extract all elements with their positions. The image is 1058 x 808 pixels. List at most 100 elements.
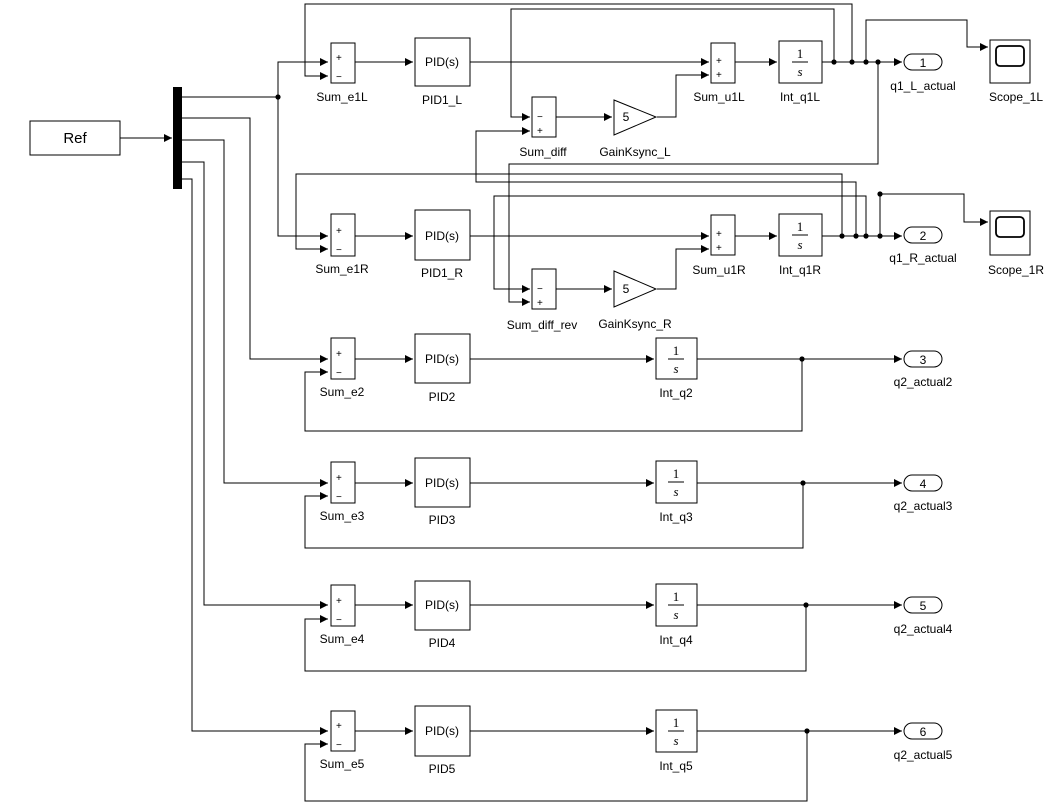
pid1-L-block[interactable]: PID(s)	[414, 37, 471, 87]
mux-block[interactable]	[173, 87, 182, 189]
outport-5-label: q2_actual4	[894, 622, 953, 636]
sum-u1L-block[interactable]: + +	[710, 42, 736, 84]
int-q2-label: Int_q2	[659, 386, 693, 400]
gain-R-label: GainKsync_R	[598, 317, 672, 331]
sum-e3-block[interactable]: + −	[330, 461, 356, 504]
outport-6[interactable]: 6	[903, 722, 943, 740]
sum-e1R-label: Sum_e1R	[315, 262, 369, 276]
signal-lines	[120, 3, 988, 802]
svg-text:−: −	[336, 492, 342, 503]
svg-text:+: +	[336, 473, 342, 484]
svg-text:+: +	[716, 56, 722, 67]
svg-text:+: +	[336, 53, 342, 64]
scope-1L-block[interactable]	[989, 39, 1031, 84]
svg-text:PID(s): PID(s)	[425, 229, 459, 243]
sum-u1L-label: Sum_u1L	[693, 90, 745, 104]
svg-text:PID(s): PID(s)	[425, 598, 459, 612]
svg-text:s: s	[673, 361, 678, 376]
svg-text:6: 6	[920, 725, 927, 739]
sum-e1L-label: Sum_e1L	[316, 90, 368, 104]
int-q2-block[interactable]: 1 s	[655, 337, 698, 380]
scope-1R-block[interactable]	[989, 210, 1031, 256]
sum-e1R-block[interactable]: + −	[330, 213, 356, 257]
svg-text:5: 5	[623, 282, 630, 296]
svg-text:−: −	[336, 615, 342, 626]
svg-text:1: 1	[797, 219, 804, 234]
sum-diff-rev-block[interactable]: − +	[531, 268, 557, 310]
block-labels: Sum_e1L Sum_e1R Sum_e2 Sum_e3 Sum_e4 Sum…	[315, 79, 1044, 776]
svg-text:s: s	[673, 484, 678, 499]
branch-points	[275, 59, 883, 734]
outport-1[interactable]: 1	[903, 53, 943, 71]
svg-text:5: 5	[623, 110, 630, 124]
svg-text:−: −	[537, 284, 543, 295]
svg-text:3: 3	[920, 353, 927, 367]
pid2-label: PID2	[429, 390, 456, 404]
svg-text:s: s	[797, 237, 802, 252]
int-q3-label: Int_q3	[659, 510, 693, 524]
outport-3[interactable]: 3	[903, 350, 943, 368]
svg-text:s: s	[673, 607, 678, 622]
svg-text:+: +	[716, 243, 722, 254]
int-q3-block[interactable]: 1 s	[655, 460, 698, 504]
pid1-R-block[interactable]: PID(s)	[414, 209, 471, 261]
svg-text:1: 1	[797, 46, 804, 61]
outport-2[interactable]: 2	[903, 226, 943, 244]
gain-L-label: GainKsync_L	[599, 145, 671, 159]
svg-text:+: +	[716, 229, 722, 240]
int-q5-block[interactable]: 1 s	[655, 709, 698, 753]
svg-text:+: +	[336, 226, 342, 237]
int-q5-label: Int_q5	[659, 759, 693, 773]
pid1-L-label: PID1_L	[422, 93, 462, 107]
scope-screen-icon	[995, 216, 1025, 238]
ref-label: Ref	[63, 130, 87, 147]
sum-e1L-block[interactable]: + −	[330, 42, 356, 84]
scope-1L-label: Scope_1L	[989, 90, 1043, 104]
svg-text:−: −	[537, 112, 543, 123]
int-q1L-label: Int_q1L	[780, 90, 820, 104]
svg-text:PID(s): PID(s)	[425, 352, 459, 366]
svg-text:1: 1	[920, 56, 927, 70]
svg-text:−: −	[336, 740, 342, 751]
sum-u1R-block[interactable]: + +	[710, 214, 736, 256]
pid3-label: PID3	[429, 513, 456, 527]
svg-text:1: 1	[673, 715, 680, 730]
svg-text:2: 2	[920, 229, 927, 243]
sum-e2-block[interactable]: + −	[330, 337, 356, 380]
pid4-block[interactable]: PID(s)	[414, 580, 471, 631]
svg-text:1: 1	[673, 343, 680, 358]
sum-diff-block[interactable]: − +	[531, 96, 557, 138]
pid3-block[interactable]: PID(s)	[414, 457, 471, 508]
sum-diff-rev-label: Sum_diff_rev	[507, 318, 577, 332]
svg-text:s: s	[797, 64, 802, 79]
int-q1R-label: Int_q1R	[779, 263, 821, 277]
gain-ksync-L-block[interactable]: 5	[613, 99, 658, 136]
sum-e5-block[interactable]: + −	[330, 710, 356, 752]
pid5-label: PID5	[429, 762, 456, 776]
sum-diff-label: Sum_diff	[519, 145, 567, 159]
pid5-block[interactable]: PID(s)	[414, 705, 471, 757]
svg-text:−: −	[336, 72, 342, 83]
gain-ksync-R-block[interactable]: 5	[613, 270, 658, 308]
svg-text:1: 1	[673, 466, 680, 481]
sum-e2-label: Sum_e2	[320, 385, 365, 399]
svg-text:PID(s): PID(s)	[425, 724, 459, 738]
int-q1L-block[interactable]: 1 s	[778, 40, 823, 84]
svg-text:−: −	[336, 245, 342, 256]
sum-e4-block[interactable]: + −	[330, 584, 356, 627]
ref-block[interactable]: Ref	[29, 120, 121, 156]
svg-text:1: 1	[673, 589, 680, 604]
int-q1R-block[interactable]: 1 s	[778, 213, 823, 257]
int-q4-block[interactable]: 1 s	[655, 583, 698, 627]
svg-text:+: +	[716, 70, 722, 81]
pid4-label: PID4	[429, 636, 456, 650]
sum-u1R-label: Sum_u1R	[692, 263, 746, 277]
pid2-block[interactable]: PID(s)	[414, 333, 471, 384]
outport-4[interactable]: 4	[903, 474, 943, 492]
outport-4-label: q2_actual3	[894, 499, 953, 513]
outport-5[interactable]: 5	[903, 596, 943, 614]
svg-text:+: +	[336, 596, 342, 607]
int-q4-label: Int_q4	[659, 633, 693, 647]
outport-6-label: q2_actual5	[894, 748, 953, 762]
svg-text:PID(s): PID(s)	[425, 55, 459, 69]
